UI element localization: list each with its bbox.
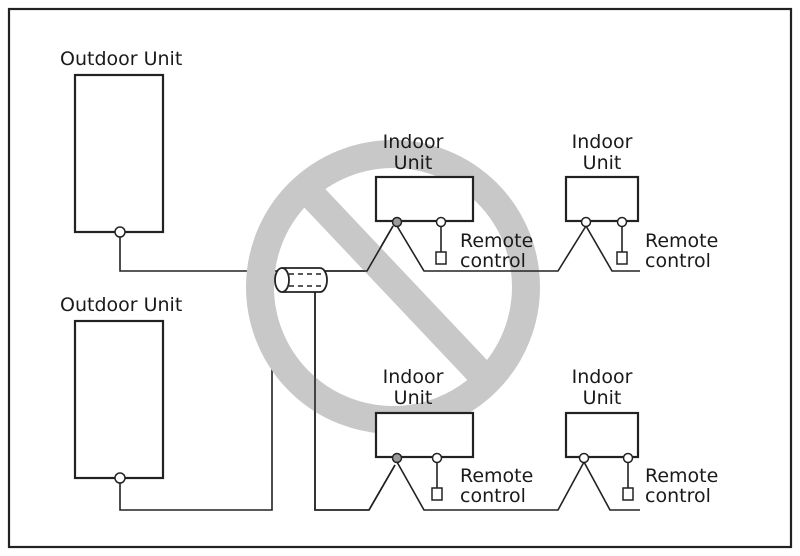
indoor-d-label-line1: Indoor xyxy=(572,366,633,388)
outdoor-unit-1 xyxy=(73,73,165,234)
indoor-unit-a xyxy=(374,175,475,223)
indoor-c-remote-line2: control xyxy=(460,485,526,507)
indoor-d-label-line2: Unit xyxy=(583,387,622,409)
indoor-a-terminal-2 xyxy=(435,216,447,228)
bottom-branch-wire-front xyxy=(314,290,396,511)
indoor-unit-c xyxy=(374,411,475,459)
indoor-b-remote-line2: control xyxy=(645,250,711,272)
indoor-c-label-line1: Indoor xyxy=(383,366,444,388)
indoor-a-remote-line2: control xyxy=(460,250,526,272)
indoor-a-label-line1: Indoor xyxy=(383,131,444,153)
shielded-cable-icon xyxy=(274,267,328,293)
indoor-d-terminal-1 xyxy=(578,452,590,464)
outdoor-2-wire xyxy=(119,285,273,511)
outdoor-unit-2-label: Outdoor Unit xyxy=(60,294,182,316)
indoor-b-remote-line1: Remote xyxy=(645,230,718,252)
indoor-b-label-line2: Unit xyxy=(583,152,622,174)
outdoor-unit-1-terminal xyxy=(114,226,126,238)
indoor-d-remote-control xyxy=(622,487,634,501)
indoor-a-label-line2: Unit xyxy=(394,152,433,174)
outdoor-unit-1-label: Outdoor Unit xyxy=(60,48,182,70)
outdoor-unit-2 xyxy=(73,319,165,480)
bottom-bus-wire-2 xyxy=(583,461,640,511)
indoor-d-terminal-2 xyxy=(622,452,634,464)
indoor-unit-b xyxy=(564,175,640,223)
indoor-a-terminal-1 xyxy=(391,216,403,228)
top-bus-wire-1 xyxy=(396,225,587,272)
indoor-b-label-line1: Indoor xyxy=(572,131,633,153)
top-bus-wire-2 xyxy=(585,225,640,272)
indoor-c-terminal-1 xyxy=(391,452,403,464)
indoor-d-remote-line2: control xyxy=(645,485,711,507)
indoor-d-remote-line1: Remote xyxy=(645,465,718,487)
indoor-unit-d xyxy=(564,411,640,459)
indoor-c-remote-control xyxy=(431,487,443,501)
indoor-b-remote-control xyxy=(616,251,628,265)
indoor-a-remote-control xyxy=(435,251,447,265)
indoor-c-label-line2: Unit xyxy=(394,387,433,409)
indoor-c-terminal-2 xyxy=(431,452,443,464)
outdoor-unit-2-terminal xyxy=(114,472,126,484)
indoor-c-remote-line1: Remote xyxy=(460,465,533,487)
indoor-b-terminal-1 xyxy=(580,216,592,228)
indoor-a-remote-line1: Remote xyxy=(460,230,533,252)
bottom-bus-wire-1 xyxy=(396,461,585,511)
indoor-b-terminal-2 xyxy=(616,216,628,228)
